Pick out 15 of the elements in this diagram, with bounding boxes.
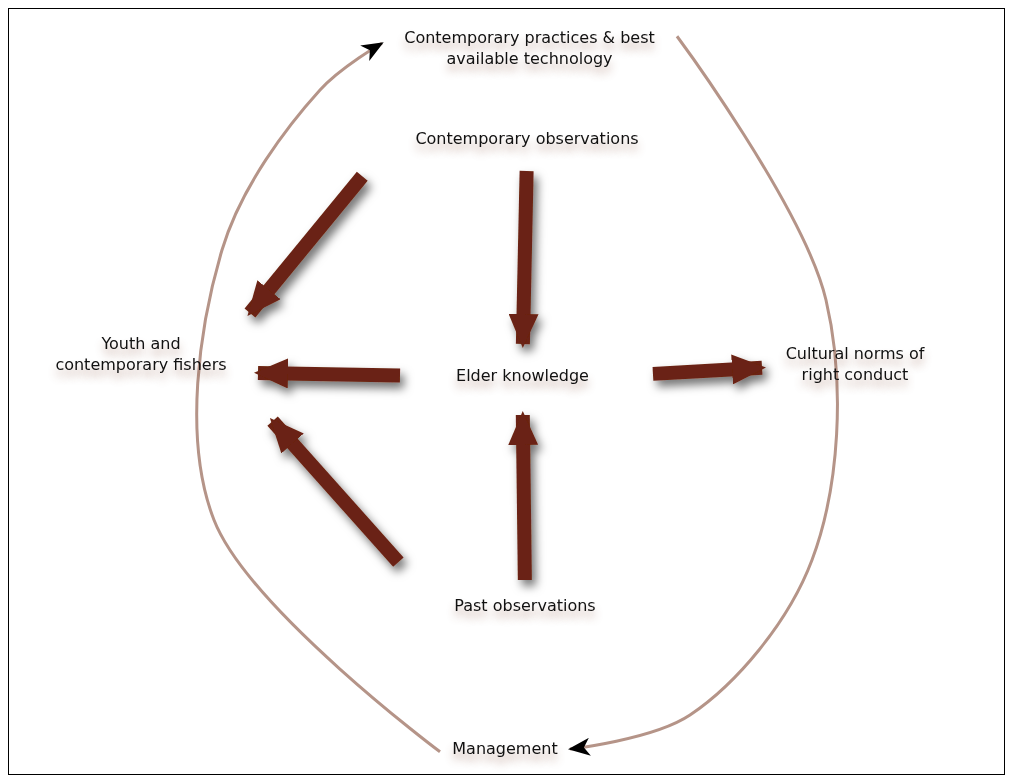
node-label: Management	[452, 738, 558, 760]
node-label: Contemporary practices & best available technology	[403, 28, 656, 70]
arrow	[267, 416, 404, 567]
node-label: Elder knowledge	[456, 365, 589, 387]
arrow	[508, 411, 539, 581]
node-label: Past observations	[454, 595, 596, 617]
arrow	[568, 35, 839, 756]
arrow	[254, 358, 401, 389]
arrow	[195, 41, 441, 753]
node-label: Youth and contemporary fishers	[54, 334, 228, 376]
node-label: Cultural norms of right conduct	[784, 344, 926, 386]
arrow	[244, 171, 368, 318]
arrow	[508, 170, 539, 348]
arrow	[652, 354, 766, 385]
node-label: Contemporary observations	[415, 128, 639, 150]
